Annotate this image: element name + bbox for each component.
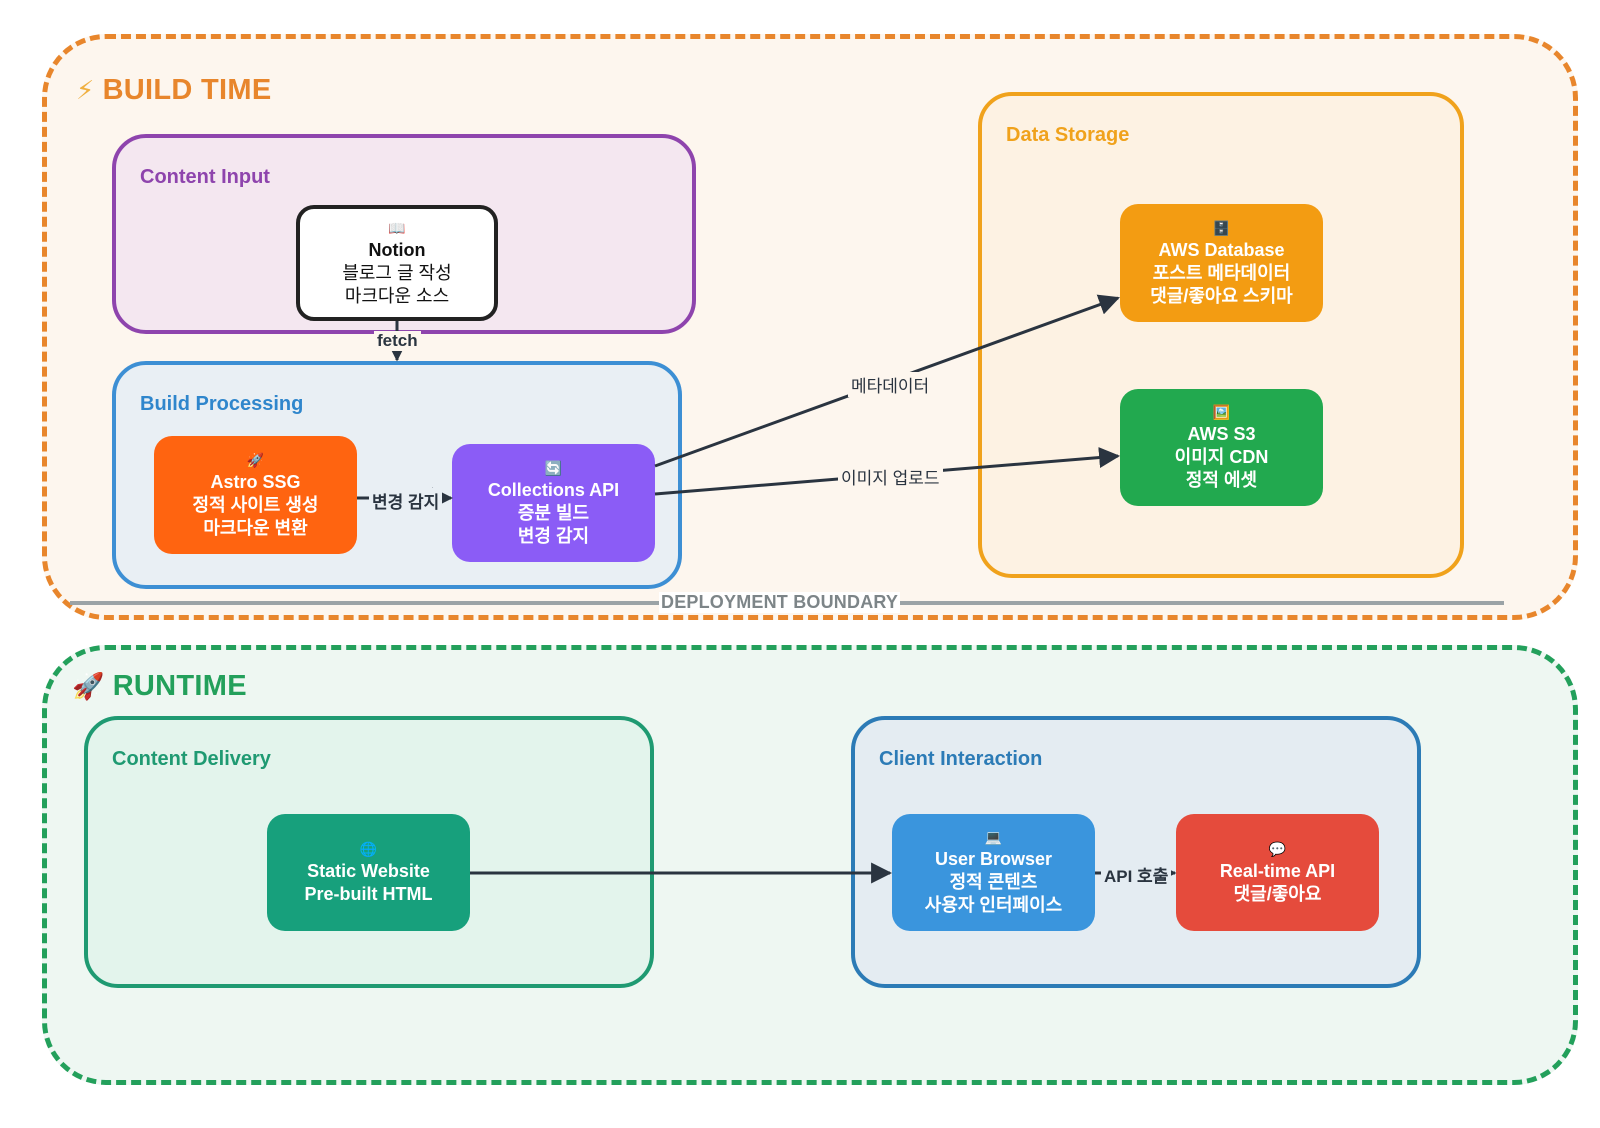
picture-icon: 🖼️ [1212, 404, 1231, 420]
build-time-title: ⚡ BUILD TIME [76, 74, 272, 107]
edge-label-change-detect: 변경 감지 [369, 488, 443, 513]
runtime-title: 🚀 RUNTIME [72, 670, 247, 703]
aws-database-node[interactable]: 🗄️ AWS Database 포스트 메타데이터 댓글/좋아요 스키마 [1120, 204, 1323, 322]
browser-line1: 정적 콘텐츠 [949, 872, 1038, 892]
edge-label-api-call: API 호출 [1101, 862, 1172, 887]
edge-label-fetch: fetch [374, 331, 421, 351]
notion-title: Notion [368, 239, 426, 260]
aws-db-title: AWS Database [1158, 239, 1285, 260]
user-browser-node[interactable]: 💻 User Browser 정적 콘텐츠 사용자 인터페이스 [892, 814, 1095, 931]
static-website-node[interactable]: 🌐 Static Website Pre-built HTML [267, 814, 470, 931]
deployment-boundary-label: DEPLOYMENT BOUNDARY [659, 592, 901, 613]
computer-icon: 💻 [984, 829, 1003, 845]
edge-label-metadata: 메타데이터 [848, 372, 933, 397]
astro-title: Astro SSG [210, 471, 301, 492]
rocket-icon: 🚀 [246, 451, 265, 468]
astro-line2: 마크다운 변환 [203, 517, 308, 538]
globe-icon: 🌐 [359, 840, 378, 857]
browser-title: User Browser [934, 849, 1053, 869]
collections-title: Collections API [487, 479, 620, 500]
collections-line1: 증분 빌드 [517, 502, 590, 523]
content-delivery-title: Content Delivery [112, 748, 271, 770]
aws-s3-node[interactable]: 🖼️ AWS S3 이미지 CDN 정적 에셋 [1120, 389, 1323, 506]
client-interaction-title: Client Interaction [879, 748, 1043, 770]
data-storage-title: Data Storage [1006, 124, 1130, 146]
notion-node[interactable]: 📖 Notion 블로그 글 작성 마크다운 소스 [296, 205, 498, 321]
aws-s3-line1: 이미지 CDN [1174, 447, 1269, 467]
speech-bubble-icon: 💬 [1268, 840, 1287, 857]
build-time-label: BUILD TIME [102, 74, 272, 106]
lightning-icon: ⚡ [76, 75, 95, 105]
cabinet-icon: 🗄️ [1212, 219, 1231, 236]
astro-ssg-node[interactable]: 🚀 Astro SSG 정적 사이트 생성 마크다운 변환 [154, 436, 357, 554]
book-icon: 📖 [388, 219, 406, 236]
astro-line1: 정적 사이트 생성 [192, 494, 319, 515]
aws-db-line1: 포스트 메타데이터 [1152, 262, 1291, 283]
edge-label-image-upload: 이미지 업로드 [838, 464, 943, 489]
realtime-title: Real-time API [1219, 860, 1336, 881]
static-site-title: Static Website [307, 860, 430, 881]
aws-s3-title: AWS S3 [1187, 424, 1256, 444]
content-input-title: Content Input [140, 166, 270, 188]
aws-s3-line2: 정적 에셋 [1185, 470, 1258, 490]
build-processing-title: Build Processing [140, 393, 304, 415]
browser-line2: 사용자 인터페이스 [924, 895, 1063, 915]
collections-api-node[interactable]: 🔄 Collections API 증분 빌드 변경 감지 [452, 444, 655, 562]
realtime-line1: 댓글/좋아요 [1233, 883, 1322, 904]
aws-db-line2: 댓글/좋아요 스키마 [1150, 285, 1293, 306]
notion-line2: 마크다운 소스 [344, 285, 450, 306]
notion-line1: 블로그 글 작성 [342, 262, 452, 283]
rocket-icon: 🚀 [72, 671, 105, 701]
realtime-api-node[interactable]: 💬 Real-time API 댓글/좋아요 [1176, 814, 1379, 931]
collections-line2: 변경 감지 [517, 525, 590, 546]
static-site-line1: Pre-built HTML [304, 883, 433, 904]
runtime-label: RUNTIME [112, 670, 247, 702]
refresh-icon: 🔄 [544, 459, 563, 476]
